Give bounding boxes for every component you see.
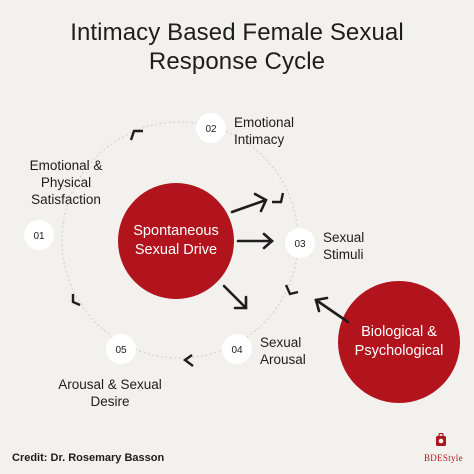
cycle-chevron-2 xyxy=(272,192,285,204)
stage-05-line-1: Arousal & Sexual xyxy=(58,377,162,392)
stage-number-01: 01 xyxy=(33,231,45,242)
stage-label-04: Sexual Arousal xyxy=(260,334,340,368)
arrow-to-sexual-stimuli xyxy=(236,232,274,250)
stage-number-03: 03 xyxy=(294,239,306,250)
biological-line-2: Psychological xyxy=(354,343,444,359)
stage-04-line-1: Sexual xyxy=(260,335,302,350)
cycle-chevron-5 xyxy=(71,294,81,307)
stage-label-02: Emotional Intimacy xyxy=(234,114,334,148)
stage-number-02: 02 xyxy=(205,124,217,135)
arrow-from-biological xyxy=(314,296,350,324)
title-line-1: Intimacy Based Female Sexual xyxy=(70,19,404,46)
title-line-2: Response Cycle xyxy=(148,48,326,75)
stage-02-line-1: Emotional xyxy=(234,115,295,130)
spontaneous-drive-line-1: Spontaneous xyxy=(133,223,219,239)
page-title: Intimacy Based Female Sexual Response Cy… xyxy=(0,18,474,76)
biological-psychological-circle xyxy=(338,281,460,403)
stage-05-line-2: Desire xyxy=(90,394,130,409)
stage-label-01: Emotional & Physical Satisfaction xyxy=(18,157,114,208)
biological-line-1: Biological & xyxy=(361,324,437,340)
arrow-to-emotional-intimacy xyxy=(230,192,268,214)
stage-node-04 xyxy=(222,334,252,364)
stage-node-02 xyxy=(196,113,226,143)
brand-logo-icon xyxy=(436,433,446,446)
stage-01-line-1: Emotional & xyxy=(29,158,103,173)
stage-number-04: 04 xyxy=(231,345,243,356)
stage-04-line-2: Arousal xyxy=(260,352,306,367)
biological-psychological-label: Biological & Psychological xyxy=(338,323,460,361)
stage-number-05: 05 xyxy=(115,345,127,356)
stage-node-01 xyxy=(24,220,54,250)
spontaneous-drive-label: Spontaneous Sexual Drive xyxy=(118,222,234,260)
stage-03-line-1: Sexual xyxy=(323,230,365,245)
stage-01-line-3: Satisfaction xyxy=(31,192,101,207)
stage-node-03 xyxy=(285,228,315,258)
stage-02-line-2: Intimacy xyxy=(234,132,285,147)
cycle-chevron-4 xyxy=(182,354,194,367)
stage-01-line-2: Physical xyxy=(40,175,92,190)
credit-text: Credit: Dr. Rosemary Basson xyxy=(12,452,165,464)
stage-label-03: Sexual Stimuli xyxy=(323,229,403,263)
cycle-chevron-3 xyxy=(284,284,299,296)
stage-label-05: Arousal & Sexual Desire xyxy=(36,376,184,410)
cycle-chevron-1 xyxy=(129,129,143,141)
brand-name: BDEStyle xyxy=(424,453,463,463)
spontaneous-drive-circle xyxy=(118,183,234,299)
arrow-to-sexual-arousal xyxy=(222,284,248,310)
spontaneous-drive-line-2: Sexual Drive xyxy=(134,242,218,258)
stage-node-05 xyxy=(106,334,136,364)
stage-03-line-2: Stimuli xyxy=(323,247,364,262)
